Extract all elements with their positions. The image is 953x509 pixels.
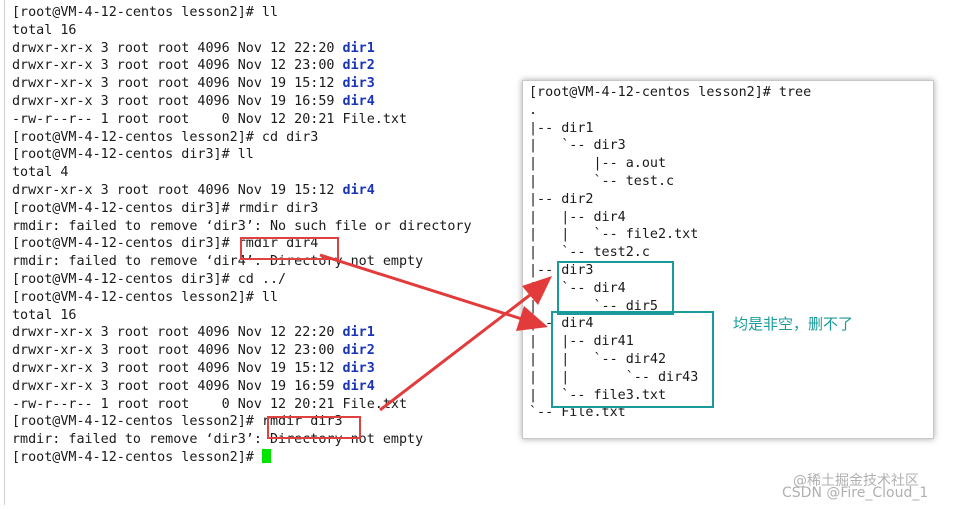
tree-line: | `-- dir5 bbox=[529, 298, 658, 314]
terminal-line: -rw-r--r-- 1 root root 0 Nov 12 20:21 Fi… bbox=[12, 111, 407, 128]
tree-line: | |-- dir41 bbox=[529, 334, 634, 350]
terminal-text: [root@VM-4-12-centos lesson2]# ll bbox=[12, 289, 279, 305]
directory-name: dir3 bbox=[342, 76, 375, 92]
terminal-line: drwxr-xr-x 3 root root 4096 Nov 12 23:00… bbox=[12, 57, 375, 74]
directory-name: dir4 bbox=[342, 183, 375, 198]
terminal-line: [root@VM-4-12-centos dir3]# cd ../ bbox=[12, 271, 286, 288]
tree-line: |-- dir3 bbox=[529, 263, 594, 278]
terminal-text: [root@VM-4-12-centos dir3]# cd ../ bbox=[12, 272, 287, 287]
terminal-text: drwxr-xr-x 3 root root 4096 Nov 19 15:12 bbox=[12, 361, 343, 376]
tree-line: | `-- test2.c bbox=[529, 245, 650, 261]
terminal-line: [root@VM-4-12-centos lesson2]# rmdir dir… bbox=[12, 413, 343, 430]
annotation-note: 均是非空，删不了 bbox=[733, 315, 854, 333]
terminal-text: drwxr-xr-x 3 root root 4096 Nov 12 22:20 bbox=[12, 325, 343, 341]
terminal-line: rmdir: failed to remove ‘dir3’: Director… bbox=[12, 431, 423, 448]
terminal-text: total 16 bbox=[12, 307, 77, 323]
tree-line: | `-- dir3 bbox=[529, 138, 626, 154]
tree-line: | | `-- file2.txt bbox=[529, 227, 699, 243]
terminal-text: -rw-r--r-- 1 root root 0 Nov 12 20:21 Fi… bbox=[12, 111, 408, 127]
terminal-text: -rw-r--r-- 1 root root 0 Nov 12 20:21 Fi… bbox=[12, 396, 408, 412]
terminal-line: drwxr-xr-x 3 root root 4096 Nov 12 23:00… bbox=[12, 342, 375, 359]
terminal-line: drwxr-xr-x 3 root root 4096 Nov 19 16:59… bbox=[12, 93, 375, 110]
terminal-text: [root@VM-4-12-centos lesson2]# cd dir3 bbox=[12, 129, 319, 145]
terminal-text: total 16 bbox=[12, 22, 77, 38]
highlight-dir4-subtree bbox=[551, 311, 714, 408]
terminal-text: drwxr-xr-x 3 root root 4096 Nov 12 23:00 bbox=[12, 58, 343, 74]
highlight-rmdir-dir3 bbox=[267, 416, 361, 439]
terminal-text: [root@VM-4-12-centos lesson2]# ll bbox=[12, 5, 279, 20]
terminal-text: [root@VM-4-12-centos dir3]# ll bbox=[12, 147, 254, 163]
watermark-juejin: @稀土掘金技术社区 bbox=[793, 473, 919, 489]
terminal-line: drwxr-xr-x 3 root root 4096 Nov 19 15:12… bbox=[12, 360, 375, 377]
terminal-text: [root@VM-4-12-centos lesson2]# bbox=[12, 450, 262, 465]
terminal-line: drwxr-xr-x 3 root root 4096 Nov 19 15:12… bbox=[12, 75, 375, 92]
directory-name: dir1 bbox=[342, 40, 375, 56]
terminal-text: drwxr-xr-x 3 root root 4096 Nov 19 16:59 bbox=[12, 94, 343, 109]
terminal-line: [root@VM-4-12-centos dir3]# rmdir dir3 bbox=[12, 200, 318, 217]
terminal-cursor bbox=[261, 449, 271, 463]
tree-command: [root@VM-4-12-centos lesson2]# tree bbox=[529, 85, 812, 100]
terminal-line: drwxr-xr-x 3 root root 4096 Nov 12 22:20… bbox=[12, 40, 375, 57]
terminal-text: drwxr-xr-x 3 root root 4096 Nov 12 22:20 bbox=[12, 40, 343, 56]
tree-line: | | `-- dir43 bbox=[529, 369, 699, 385]
directory-name: dir2 bbox=[342, 343, 375, 359]
tree-line: |-- dir1 bbox=[529, 120, 594, 136]
terminal-line: [root@VM-4-12-centos dir3]# rmdir dir4 bbox=[12, 235, 318, 252]
tree-line: |-- dir2 bbox=[529, 191, 594, 207]
terminal-text: total 4 bbox=[12, 165, 69, 181]
arrow-dir3-to-subtree bbox=[379, 276, 552, 412]
directory-name: dir1 bbox=[342, 325, 375, 341]
tree-output-panel: [root@VM-4-12-centos lesson2]# tree. |-- … bbox=[522, 80, 934, 439]
terminal-text: drwxr-xr-x 3 root root 4096 Nov 19 15:12 bbox=[12, 183, 343, 198]
directory-name: dir2 bbox=[342, 58, 375, 74]
terminal-text: rmdir: failed to remove ‘dir3’: No such … bbox=[12, 218, 472, 234]
terminal-text: [root@VM-4-12-centos dir3]# rmdir dir4 bbox=[12, 236, 319, 252]
tree-line: | | `-- dir42 bbox=[529, 352, 667, 367]
tree-line: . bbox=[529, 102, 538, 118]
terminal-line: drwxr-xr-x 3 root root 4096 Nov 19 15:12… bbox=[12, 182, 375, 199]
terminal-text: drwxr-xr-x 3 root root 4096 Nov 19 15:12 bbox=[12, 76, 343, 92]
terminal-line: -rw-r--r-- 1 root root 0 Nov 12 20:21 Fi… bbox=[12, 396, 407, 413]
highlight-rmdir-dir4 bbox=[240, 237, 339, 260]
directory-name: dir4 bbox=[342, 94, 375, 109]
terminal-text: rmdir: failed to remove ‘dir3’: Director… bbox=[12, 432, 424, 448]
terminal-line: total 16 bbox=[12, 307, 77, 324]
tree-line: | |-- a.out bbox=[529, 156, 667, 172]
terminal-line: rmdir: failed to remove ‘dir3’: No such … bbox=[12, 218, 472, 235]
terminal-text: drwxr-xr-x 3 root root 4096 Nov 19 16:59 bbox=[12, 378, 343, 394]
terminal-text: [root@VM-4-12-centos dir3]# rmdir dir3 bbox=[12, 200, 319, 216]
highlight-dir3-subtree bbox=[557, 261, 674, 315]
arrow-dir4-to-subtree bbox=[319, 253, 548, 331]
terminal-line: total 4 bbox=[12, 164, 68, 181]
terminal-line: drwxr-xr-x 3 root root 4096 Nov 19 16:59… bbox=[12, 378, 375, 395]
terminal-text: drwxr-xr-x 3 root root 4096 Nov 12 23:00 bbox=[12, 343, 343, 359]
directory-name: dir3 bbox=[342, 361, 375, 376]
terminal-line: [root@VM-4-12-centos lesson2]# cd dir3 bbox=[12, 129, 318, 146]
terminal-text: [root@VM-4-12-centos lesson2]# rmdir dir… bbox=[12, 414, 343, 430]
tree-line: | `-- test.c bbox=[529, 174, 675, 189]
tree-line: | |-- dir4 bbox=[529, 209, 626, 225]
terminal-line: [root@VM-4-12-centos lesson2]# ll bbox=[12, 4, 278, 21]
terminal-line: drwxr-xr-x 3 root root 4096 Nov 12 22:20… bbox=[12, 324, 375, 341]
tree-line: | `-- file3.txt bbox=[529, 387, 667, 403]
terminal-line: [root@VM-4-12-centos lesson2]# ll bbox=[12, 289, 278, 306]
terminal-line: [root@VM-4-12-centos lesson2]# bbox=[12, 449, 271, 466]
watermark-csdn: CSDN @Fire_Cloud_1 bbox=[782, 485, 929, 501]
tree-line: `-- File.txt bbox=[529, 405, 626, 421]
terminal-line: total 16 bbox=[12, 22, 77, 39]
directory-name: dir4 bbox=[342, 378, 375, 394]
terminal-line: [root@VM-4-12-centos dir3]# ll bbox=[12, 146, 254, 163]
